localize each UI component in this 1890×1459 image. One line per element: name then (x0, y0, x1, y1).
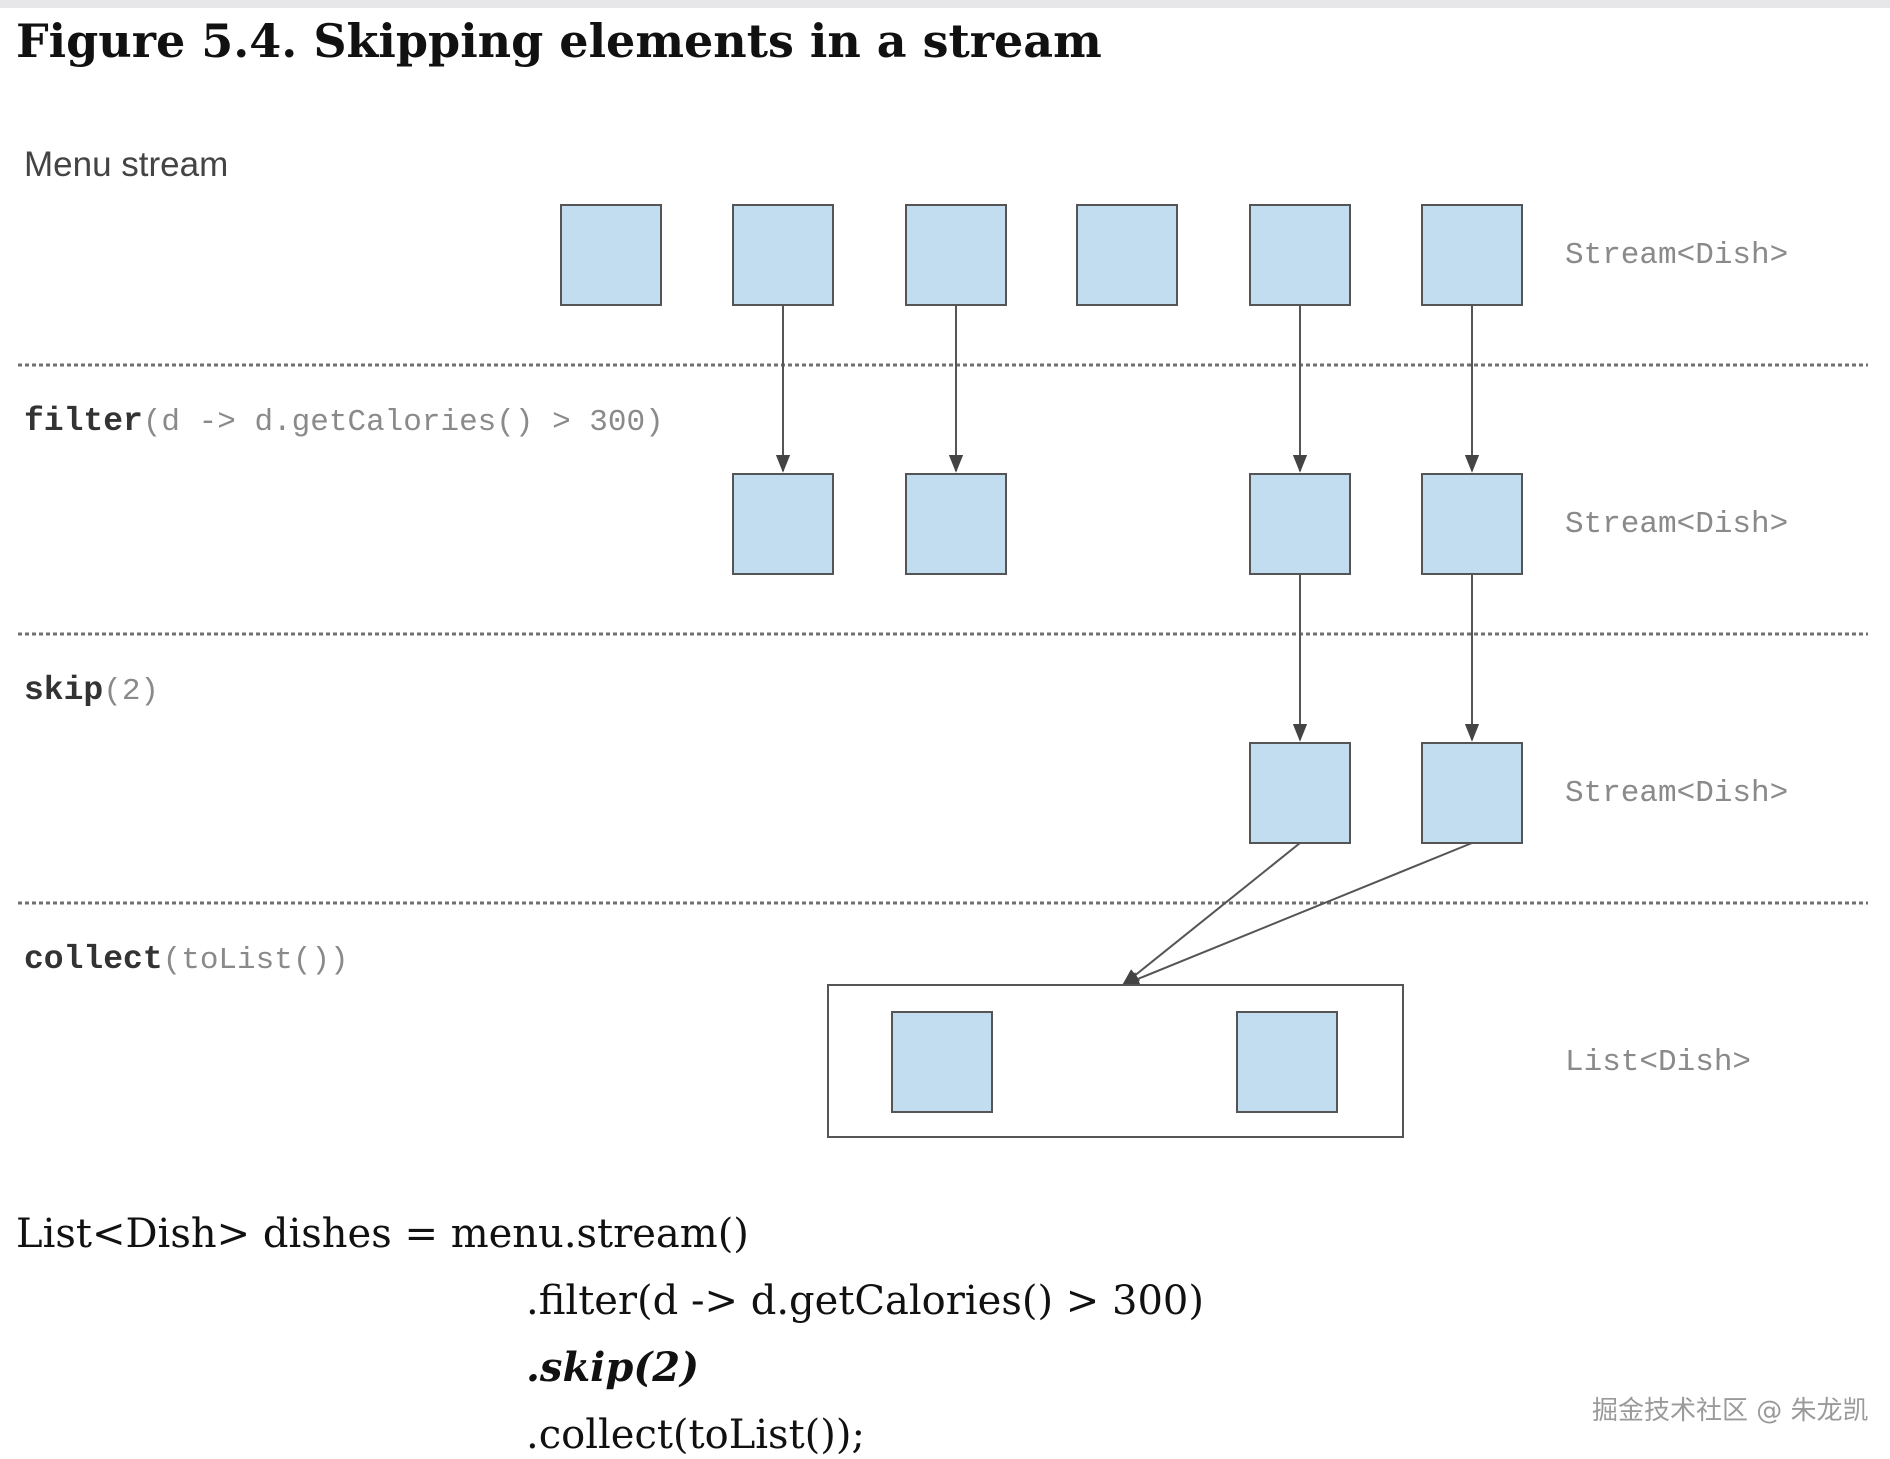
figure-title: Figure 5.4. Skipping elements in a strea… (16, 14, 1102, 68)
filter-op-args: (d -> d.getCalories() > 300) (143, 405, 664, 440)
filtered-dish-box (905, 473, 1007, 575)
skip-result-type-label: Stream<Dish> (1565, 776, 1788, 811)
watermark-text: 掘金技术社区 @ 朱龙凯 (1592, 1396, 1869, 1426)
list-container-box (827, 984, 1404, 1138)
menu-stream-label: Menu stream (24, 145, 228, 184)
collected-dish-box (891, 1011, 993, 1113)
source-dish-box (560, 204, 662, 306)
stream-skip-diagram: Menu stream filter(d -> d.getCalories() … (18, 145, 1868, 1138)
code-line-collect: .collect(toList()); (526, 1412, 865, 1458)
source-dish-box (1421, 204, 1523, 306)
top-bar (0, 0, 1890, 8)
filtered-dish-box (1249, 473, 1351, 575)
code-line-skip: .skip(2) (526, 1344, 700, 1391)
skipped-dish-row (1249, 742, 1523, 844)
filter-op-name: filter (24, 403, 143, 440)
collected-list-dish-row (891, 1011, 1338, 1113)
code-line-declaration: List<Dish> dishes = menu.stream() (16, 1211, 749, 1257)
skip-op-name: skip (24, 672, 103, 709)
filtered-dish-box (732, 473, 834, 575)
code-line-filter: .filter(d -> d.getCalories() > 300) (526, 1278, 1204, 1324)
source-type-label: Stream<Dish> (1565, 238, 1788, 273)
source-dish-box (732, 204, 834, 306)
filter-result-type-label: Stream<Dish> (1565, 507, 1788, 542)
filtered-dish-row (732, 473, 1523, 575)
source-dish-box (905, 204, 1007, 306)
skipped-dish-box (1421, 742, 1523, 844)
source-dish-row (560, 204, 1523, 306)
collected-dish-box (1236, 1011, 1338, 1113)
filter-operation-label: filter(d -> d.getCalories() > 300) (24, 403, 664, 440)
collect-arrow (1121, 842, 1473, 986)
source-dish-box (1076, 204, 1178, 306)
source-dish-box (1249, 204, 1351, 306)
skip-operation-label: skip(2) (24, 672, 159, 709)
collect-arrow (1121, 842, 1301, 987)
arrows-layer (775, 305, 1480, 987)
filtered-dish-box (1421, 473, 1523, 575)
skipped-dish-box (1249, 742, 1351, 844)
collect-result-type-label: List<Dish> (1565, 1045, 1751, 1080)
skip-op-args: (2) (103, 674, 159, 709)
collect-operation-label: collect(toList()) (24, 941, 349, 978)
collect-op-args: (toList()) (163, 943, 349, 978)
collect-op-name: collect (24, 941, 163, 978)
